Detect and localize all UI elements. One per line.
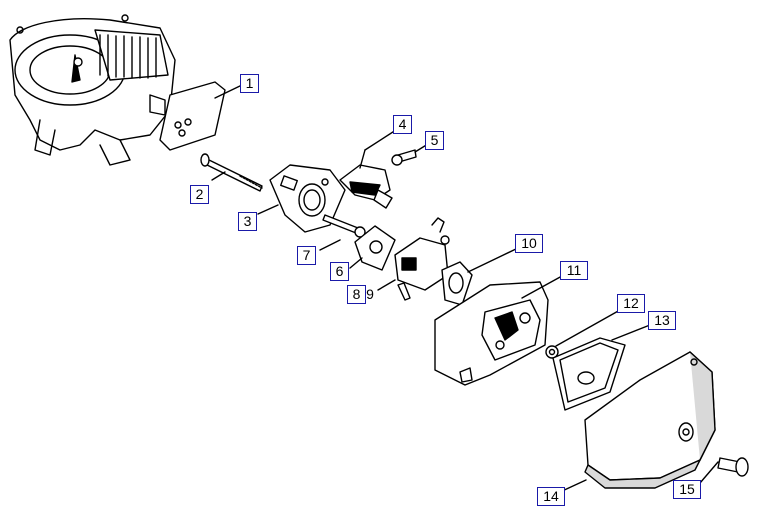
part-12-nut: [545, 309, 621, 359]
callout-10: 10: [515, 234, 543, 253]
callout-12: 12: [617, 294, 645, 313]
callout-5: 5: [425, 131, 444, 150]
engine-block: [9, 14, 176, 166]
callout-13: 13: [648, 311, 676, 330]
part-2-bolt: [200, 153, 263, 192]
callout-11: 11: [560, 261, 588, 280]
callout-6: 6: [330, 262, 349, 281]
part-8-9-carburetor: [377, 217, 450, 301]
callout-4: 4: [393, 115, 412, 134]
part-1-gasket: [159, 81, 243, 151]
part-4-bracket: [339, 129, 397, 209]
part-7-screw: [319, 214, 366, 251]
callout-3: 3: [238, 212, 257, 231]
callout-2: 2: [190, 185, 209, 204]
part-5-screw: [391, 143, 429, 166]
callout-15: 15: [673, 480, 701, 499]
callout-14: 14: [537, 487, 565, 506]
part-14-filter-cover: [559, 351, 716, 493]
callout-7: 7: [297, 246, 316, 265]
part-6-gasket: [349, 225, 396, 271]
part-11-filter-base: [434, 275, 563, 386]
part-10-gasket: [441, 247, 519, 306]
part-15-screw: [699, 457, 749, 484]
part-13-filter-element: [552, 324, 651, 411]
callout-9: 9: [366, 286, 374, 302]
callout-1: 1: [240, 74, 259, 93]
callout-8: 8: [347, 285, 366, 304]
